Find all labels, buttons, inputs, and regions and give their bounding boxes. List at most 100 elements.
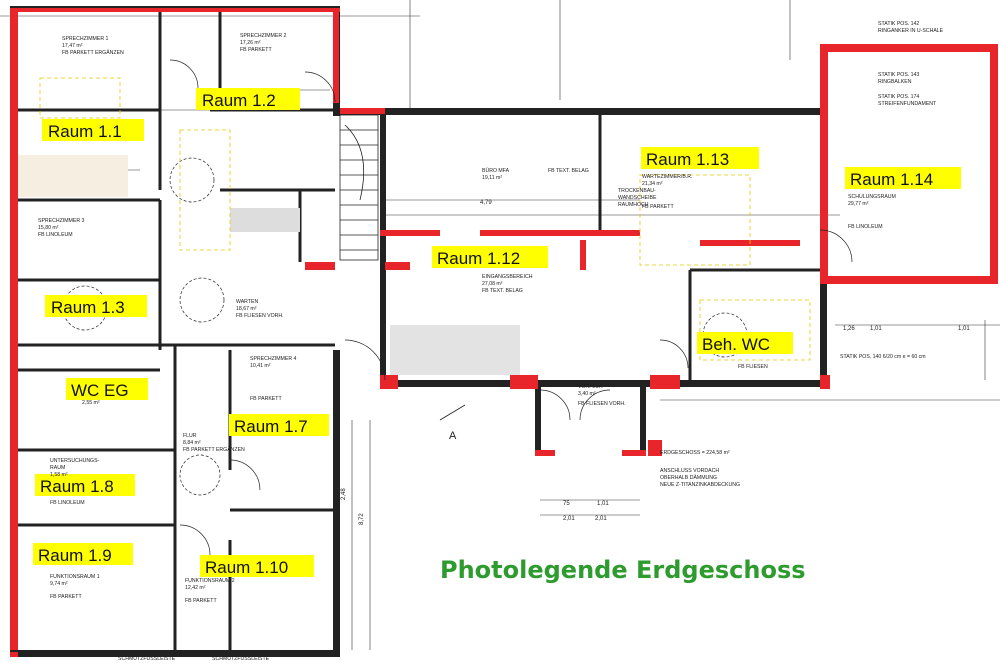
svg-text:EINGANGSBEREICH: EINGANGSBEREICH — [482, 274, 533, 280]
svg-text:FUNKTIONSRAUM 1: FUNKTIONSRAUM 1 — [50, 574, 100, 580]
svg-text:17,26 m²: 17,26 m² — [240, 40, 261, 46]
svg-text:2,48: 2,48 — [341, 488, 347, 500]
svg-text:STATIK POS. 142: STATIK POS. 142 — [878, 21, 919, 27]
interior-walls — [18, 12, 820, 650]
svg-text:75: 75 — [563, 501, 570, 507]
svg-text:1,01: 1,01 — [870, 326, 882, 332]
svg-text:FB PARKETT: FB PARKETT — [50, 594, 82, 600]
svg-text:SPRECHZIMMER 4: SPRECHZIMMER 4 — [250, 356, 297, 362]
svg-text:FB PARKETT: FB PARKETT — [240, 47, 272, 53]
svg-text:21,34 m²: 21,34 m² — [642, 181, 663, 187]
svg-text:STATIK POS. 143: STATIK POS. 143 — [878, 72, 919, 78]
svg-text:FB PARKETT: FB PARKETT — [642, 204, 674, 210]
svg-text:2,55 m²: 2,55 m² — [82, 400, 100, 406]
svg-text:FLUR: FLUR — [183, 433, 197, 439]
svg-text:RAUMHOCH: RAUMHOCH — [618, 202, 649, 208]
svg-text:18,67 m²: 18,67 m² — [236, 306, 257, 312]
svg-text:RAUM: RAUM — [50, 465, 65, 471]
svg-text:1,01: 1,01 — [958, 326, 970, 332]
svg-text:STREIFENFUNDAMENT: STREIFENFUNDAMENT — [878, 101, 937, 107]
stairs — [339, 114, 379, 261]
plan-linework — [0, 0, 1000, 650]
room-label-r112: Raum 1.12 — [432, 246, 548, 268]
yellow-guides — [39, 77, 811, 361]
svg-text:9,74 m²: 9,74 m² — [50, 581, 68, 587]
svg-text:1,26: 1,26 — [843, 326, 855, 332]
svg-text:FB TEXT. BELAG: FB TEXT. BELAG — [548, 168, 589, 174]
svg-text:15,80 m²: 15,80 m² — [38, 225, 59, 231]
svg-text:1,58 m²: 1,58 m² — [50, 472, 68, 478]
svg-text:Raum 1.8: Raum 1.8 — [40, 477, 114, 496]
svg-text:WANDSCHEIBE: WANDSCHEIBE — [618, 195, 657, 201]
svg-text:BÜRO MFA: BÜRO MFA — [482, 167, 510, 174]
svg-text:SCHMUTZFUSSLEISTE: SCHMUTZFUSSLEISTE — [212, 656, 270, 662]
svg-text:Raum 1.13: Raum 1.13 — [646, 150, 729, 169]
room-label-r18: Raum 1.8 — [35, 474, 135, 496]
svg-text:SPRECHZIMMER 2: SPRECHZIMMER 2 — [240, 33, 287, 39]
svg-text:FB LINOLEUM: FB LINOLEUM — [848, 224, 883, 230]
svg-text:FB FLIESEN VORH.: FB FLIESEN VORH. — [578, 401, 626, 407]
svg-text:A: A — [449, 430, 457, 442]
svg-text:Raum 1.7: Raum 1.7 — [234, 417, 308, 436]
room-label-r19: Raum 1.9 — [33, 543, 133, 565]
svg-text:RINGANKER IN U-SCHALE: RINGANKER IN U-SCHALE — [878, 28, 944, 34]
svg-text:3,40 m²: 3,40 m² — [578, 391, 596, 397]
svg-text:STATIK POS. 140 6/20 cm e =: STATIK POS. 140 6/20 cm e = 60 cm — [840, 354, 926, 360]
room-label-r12: Raum 1.2 — [196, 88, 300, 110]
svg-text:19,11 m²: 19,11 m² — [482, 175, 502, 181]
svg-text:SCHMUTZFUSSLEISTE: SCHMUTZFUSSLEISTE — [118, 656, 176, 662]
svg-text:Raum 1.10: Raum 1.10 — [205, 558, 288, 577]
svg-text:FB LINOLEUM: FB LINOLEUM — [38, 232, 73, 238]
svg-text:FUNKTIONSRAUM 2: FUNKTIONSRAUM 2 — [185, 578, 235, 584]
room-label-rwc: WC EG — [66, 378, 148, 400]
svg-text:SCHULUNGSRAUM: SCHULUNGSRAUM — [848, 194, 896, 200]
svg-text:29,77 m²: 29,77 m² — [848, 201, 869, 207]
svg-text:12,42 m²: 12,42 m² — [185, 585, 206, 591]
svg-text:2,01: 2,01 — [563, 516, 575, 522]
svg-text:SPRECHZIMMER 3: SPRECHZIMMER 3 — [38, 218, 85, 224]
svg-text:FB PARKETT ERGÄNZEN: FB PARKETT ERGÄNZEN — [62, 49, 124, 56]
room-label-r110: Raum 1.10 — [200, 555, 314, 577]
svg-text:8,72: 8,72 — [359, 513, 365, 525]
svg-text:SPRECHZIMMER 1: SPRECHZIMMER 1 — [62, 36, 109, 42]
svg-text:4,79: 4,79 — [480, 200, 492, 206]
svg-text:FB PARKETT: FB PARKETT — [250, 396, 282, 402]
svg-text:Raum 1.14: Raum 1.14 — [850, 170, 933, 189]
svg-text:FB FLIESEN VORH.: FB FLIESEN VORH. — [236, 313, 284, 319]
room-label-r17: Raum 1.7 — [229, 414, 329, 436]
svg-text:NEUE Z-TITANZINKABDECKUNG: NEUE Z-TITANZINKABDECKUNG — [660, 482, 740, 488]
room-label-r11: Raum 1.1 — [42, 119, 144, 141]
svg-text:TROCKENBAU-: TROCKENBAU- — [618, 188, 656, 194]
svg-text:RINGBALKEN: RINGBALKEN — [878, 79, 912, 85]
svg-text:8,84 m²: 8,84 m² — [183, 440, 201, 446]
room-label-r113: Raum 1.13 — [641, 147, 759, 169]
room-label-rbwc: Beh. WC — [697, 332, 793, 354]
room-notes: SPRECHZIMMER 1 17,47 m² FB PARKETT ERGÄN… — [38, 33, 896, 604]
svg-text:FB LINOLEUM: FB LINOLEUM — [50, 500, 85, 506]
svg-text:FB TEXT. BELAG: FB TEXT. BELAG — [482, 288, 523, 294]
svg-text:ANSCHLUSS VORDACH: ANSCHLUSS VORDACH — [660, 468, 719, 474]
svg-text:UNTERSUCHUNGS-: UNTERSUCHUNGS- — [50, 458, 100, 464]
annotations: BÜRO MFA 19,11 m² FB TEXT. BELAG WARTEN … — [118, 21, 970, 662]
svg-text:27,08 m²: 27,08 m² — [482, 281, 503, 287]
room-label-r114: Raum 1.14 — [845, 167, 961, 189]
svg-text:ERDGESCHOSS = 224,58 m²: ERDGESCHOSS = 224,58 m² — [660, 450, 730, 456]
svg-text:Raum 1.3: Raum 1.3 — [51, 298, 125, 317]
svg-text:Raum 1.2: Raum 1.2 — [202, 91, 276, 110]
svg-text:10,41 m²: 10,41 m² — [250, 363, 271, 369]
svg-text:OBERHALB DÄMMUNG: OBERHALB DÄMMUNG — [660, 474, 717, 481]
svg-text:2,01: 2,01 — [595, 516, 607, 522]
legend-title: Photolegende Erdgeschoss — [440, 556, 806, 584]
svg-text:1,01: 1,01 — [597, 501, 609, 507]
svg-text:WARTEN: WARTEN — [236, 299, 258, 305]
svg-text:17,47 m²: 17,47 m² — [62, 43, 83, 49]
grey-areas — [18, 155, 520, 375]
svg-text:WC EG: WC EG — [71, 381, 129, 400]
svg-text:Raum 1.1: Raum 1.1 — [48, 122, 122, 141]
svg-text:Raum 1.9: Raum 1.9 — [38, 546, 112, 565]
door-swings — [62, 59, 853, 556]
svg-text:VORFLUR: VORFLUR — [578, 384, 603, 390]
svg-text:Beh. WC: Beh. WC — [702, 335, 770, 354]
svg-text:WARTEZIMMER/B.R.: WARTEZIMMER/B.R. — [642, 174, 692, 180]
